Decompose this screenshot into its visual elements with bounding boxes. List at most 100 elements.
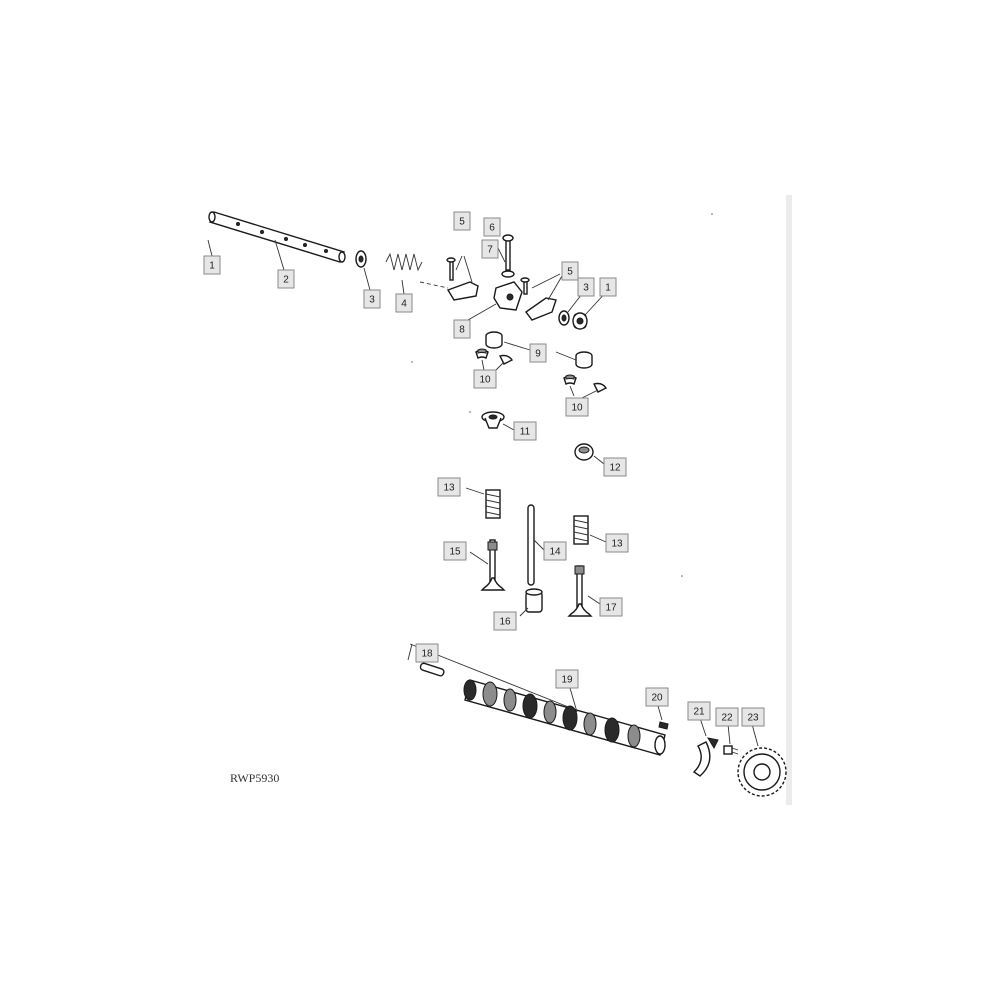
part-valve-spring-13-left xyxy=(485,489,501,519)
speck xyxy=(411,361,413,363)
callout-number: 3 xyxy=(583,283,589,294)
callout-box xyxy=(599,277,617,297)
callout-box xyxy=(513,421,537,441)
part-valve-17 xyxy=(567,565,593,617)
part-rocker-arm-right xyxy=(525,297,557,321)
callout-18: 18 xyxy=(415,643,439,663)
callout-23: 23 xyxy=(741,707,765,727)
speck xyxy=(469,411,471,413)
callout-number: 8 xyxy=(459,325,465,336)
callout-box xyxy=(483,217,501,237)
part-valve-15 xyxy=(480,539,506,591)
callout-box xyxy=(481,239,499,259)
callout-box xyxy=(473,369,497,389)
callout-box xyxy=(565,397,589,417)
callout-1: 1 xyxy=(203,255,221,275)
part-pin-18 xyxy=(419,662,445,677)
callout-13: 13 xyxy=(605,533,629,553)
part-tappet-9-left xyxy=(485,331,503,349)
part-screw-5-right xyxy=(520,277,530,295)
part-washer-3-right xyxy=(558,310,570,326)
callout-number: 5 xyxy=(567,267,573,278)
callout-number: 13 xyxy=(443,483,455,494)
part-camshaft-19 xyxy=(463,679,666,756)
part-keepers-10-left xyxy=(475,348,514,365)
part-spring-cap-11 xyxy=(481,411,505,429)
callout-number: 16 xyxy=(499,617,511,628)
callout-box xyxy=(577,277,595,297)
callout-15: 15 xyxy=(443,541,467,561)
callout-box xyxy=(603,457,627,477)
callout-number: 9 xyxy=(535,349,541,360)
callout-7: 7 xyxy=(481,239,499,259)
callout-number: 21 xyxy=(693,707,705,718)
callout-11: 11 xyxy=(513,421,537,441)
callout-box xyxy=(453,211,471,231)
callout-number: 6 xyxy=(489,223,495,234)
callout-number: 7 xyxy=(487,245,493,256)
callout-17: 17 xyxy=(599,597,623,617)
callout-12: 12 xyxy=(603,457,627,477)
callout-19: 19 xyxy=(555,669,579,689)
part-washer-3-left xyxy=(355,250,367,268)
callout-box xyxy=(605,533,629,553)
callout-box xyxy=(529,343,547,363)
callout-number: 5 xyxy=(459,217,465,228)
callout-16: 16 xyxy=(493,611,517,631)
part-rocker-shaft xyxy=(208,211,346,263)
callout-2: 2 xyxy=(277,269,295,289)
callout-number: 22 xyxy=(721,713,733,724)
callout-5: 5 xyxy=(453,211,471,231)
callout-box xyxy=(561,261,579,281)
page-edge-shadow xyxy=(786,195,792,805)
callout-number: 1 xyxy=(209,261,215,272)
part-cam-follower-16 xyxy=(525,588,543,613)
callout-number: 10 xyxy=(479,375,491,386)
callout-box xyxy=(687,701,711,721)
callout-number: 18 xyxy=(421,649,433,660)
callout-14: 14 xyxy=(543,541,567,561)
callout-13: 13 xyxy=(437,477,461,497)
callout-box xyxy=(415,643,439,663)
callout-number: 3 xyxy=(369,295,375,306)
speck xyxy=(681,575,683,577)
callout-number: 2 xyxy=(283,275,289,286)
callout-number: 1 xyxy=(605,283,611,294)
callout-number: 13 xyxy=(611,539,623,550)
callout-10: 10 xyxy=(565,397,589,417)
callout-6: 6 xyxy=(483,217,501,237)
callout-3: 3 xyxy=(363,289,381,309)
callout-number: 4 xyxy=(401,299,407,310)
part-bolt-22 xyxy=(723,745,739,755)
callout-3: 3 xyxy=(577,277,595,297)
part-end-plug-1-right xyxy=(572,312,588,330)
reference-code: RWP5930 xyxy=(230,771,279,785)
part-rocker-arm-left xyxy=(446,257,479,301)
callout-box xyxy=(203,255,221,275)
callout-box xyxy=(363,289,381,309)
part-thrust-plate-21 xyxy=(692,737,719,777)
callout-box xyxy=(715,707,739,727)
callout-9: 9 xyxy=(529,343,547,363)
part-keepers-10-right xyxy=(563,374,608,393)
callout-box xyxy=(555,669,579,689)
callout-number: 11 xyxy=(520,427,531,438)
callout-number: 12 xyxy=(609,463,621,474)
callout-box xyxy=(741,707,765,727)
part-washer-7 xyxy=(501,270,515,278)
part-bolt-6 xyxy=(502,234,514,271)
part-push-rod-14 xyxy=(527,504,535,586)
callout-box xyxy=(543,541,567,561)
callout-1: 1 xyxy=(599,277,617,297)
callout-box xyxy=(277,269,295,289)
callout-number: 15 xyxy=(449,547,461,558)
callout-8: 8 xyxy=(453,319,471,339)
callout-number: 20 xyxy=(651,693,663,704)
part-valve-seal-12 xyxy=(574,443,594,461)
part-key-20 xyxy=(658,721,669,730)
callout-box xyxy=(493,611,517,631)
part-timing-gear-23 xyxy=(737,747,787,797)
callout-5: 5 xyxy=(561,261,579,281)
